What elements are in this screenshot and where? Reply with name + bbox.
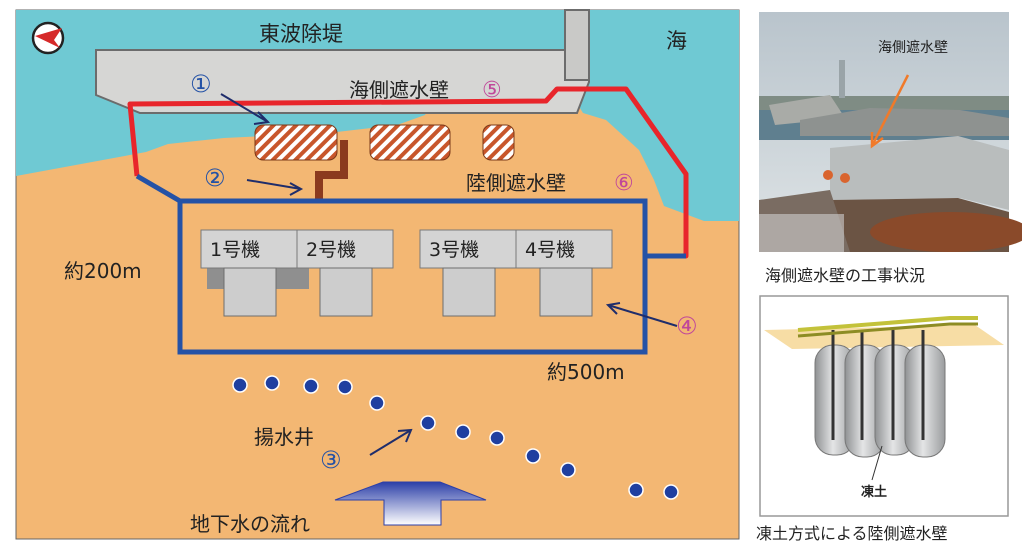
unit-4-label: 4号機 [525, 239, 575, 261]
sea-side-wall [127, 86, 689, 259]
pumping-well-3 [303, 378, 319, 394]
frozen-soil-illustration: 凍土 [759, 295, 1009, 517]
pumping-well-8 [489, 430, 505, 446]
trench-2 [369, 124, 451, 161]
compass-icon [31, 21, 65, 55]
pumping-well-5 [369, 395, 385, 411]
trench-3 [482, 124, 515, 161]
sea-label: 海 [666, 29, 687, 53]
marker-4: ④ [676, 312, 698, 340]
pumping-well-12 [663, 484, 679, 500]
pumping-well-9 [525, 448, 541, 464]
marker-3: ③ [320, 446, 342, 474]
drain-pipe [315, 140, 348, 200]
well-label: 揚水井 [254, 425, 314, 449]
marker-5: ⑤ [482, 78, 502, 103]
frozen-columns [814, 344, 946, 458]
breakwater-label: 東波除堤 [259, 22, 343, 46]
height-label: 約200m [64, 259, 142, 283]
photo-top-caption: 海側遮水壁の工事状況 [765, 266, 926, 285]
pumping-well-7 [455, 424, 471, 440]
breakwater-pier [564, 9, 590, 81]
pumping-well-1 [232, 377, 248, 393]
pumping-wells [232, 375, 679, 500]
unit-3-label: 3号機 [429, 239, 479, 261]
sea-wall-photo: 海側遮水壁 [759, 12, 1022, 252]
pumping-well-11 [628, 482, 644, 498]
width-label: 約500m [547, 360, 625, 384]
sea-wall-label: 海側遮水壁 [349, 78, 449, 102]
unit-1-label: 1号機 [210, 239, 260, 261]
unit-2-label: 2号機 [306, 239, 356, 261]
photo-bottom-caption: 凍土方式による陸側遮水壁 [756, 524, 948, 543]
callout-arrows [220, 93, 678, 456]
marker-6: ⑥ [614, 171, 634, 196]
land-side-wall-connector [135, 173, 182, 204]
pumping-well-10 [560, 462, 576, 478]
map-panel: 東波除堤 海 海側遮水壁 ⑤ 陸側遮水壁 ⑥ ① ② ③ ④ 1号機 2号機 3… [15, 9, 740, 540]
pumping-well-2 [264, 375, 280, 391]
land-wall-label: 陸側遮水壁 [466, 171, 566, 195]
marker-2: ② [204, 164, 226, 192]
callout-arrow-icon [870, 74, 910, 147]
reactor-buildings [200, 229, 613, 317]
groundwater-label: 地下水の流れ [190, 512, 310, 536]
photo-callout: 海側遮水壁 [878, 40, 948, 56]
trench-1 [254, 124, 338, 161]
frozen-soil-label: 凍土 [861, 484, 887, 500]
marker-1: ① [190, 70, 212, 98]
groundwater-arrow-icon [334, 481, 487, 526]
land-side-wall [177, 198, 648, 355]
pumping-well-4 [337, 379, 353, 395]
pumping-well-6 [420, 415, 436, 431]
